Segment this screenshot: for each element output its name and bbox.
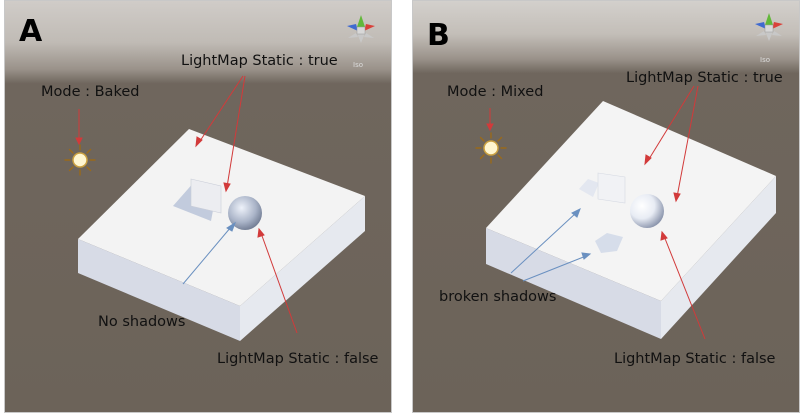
red-annotation-arrows <box>486 85 706 340</box>
scene-view-panel-b: B Mode : Mixed LightMap Static : true br… <box>412 0 800 413</box>
shadow-note-label: broken shadows <box>439 289 557 305</box>
lightmap-static-false-label: LightMap Static : false <box>614 351 776 367</box>
shadow-note-label: No shadows <box>98 314 186 330</box>
lightmap-static-true-label: LightMap Static : true <box>181 53 338 69</box>
red-annotation-arrows <box>75 75 298 334</box>
broken-shadow-sphere <box>595 233 623 253</box>
scene-viewport[interactable] <box>413 1 800 413</box>
floor-cube-side <box>240 196 365 341</box>
broken-shadow-quad <box>579 179 599 197</box>
scene-viewport[interactable] <box>5 1 392 413</box>
blue-annotation-arrows <box>510 207 592 282</box>
panel-label-a: A <box>19 14 43 49</box>
panel-label-b: B <box>427 18 450 53</box>
sphere-object <box>630 194 664 228</box>
projection-label[interactable]: Iso <box>760 56 770 64</box>
floor-cube-top <box>486 101 776 301</box>
floor-cube-front <box>78 239 240 341</box>
light-mode-label: Mode : Mixed <box>447 84 544 100</box>
floor-cube-top <box>78 129 365 306</box>
quad-object <box>597 172 626 204</box>
scene-view-panel-a: A Mode : Baked LightMap Static : true No… <box>4 0 392 413</box>
quad-object <box>190 178 222 214</box>
sun-icon[interactable] <box>64 144 96 176</box>
sun-icon[interactable] <box>475 132 507 164</box>
projection-label[interactable]: Iso <box>353 61 363 69</box>
floor-cube-side <box>661 176 776 339</box>
sphere-object <box>228 196 262 230</box>
lightmap-static-true-label: LightMap Static : true <box>626 70 783 86</box>
light-mode-label: Mode : Baked <box>41 84 140 100</box>
orientation-gizmo-icon[interactable] <box>344 12 378 54</box>
lightmap-static-false-label: LightMap Static : false <box>217 351 379 367</box>
blue-annotation-arrow <box>182 221 236 285</box>
orientation-gizmo-icon[interactable] <box>752 10 786 52</box>
